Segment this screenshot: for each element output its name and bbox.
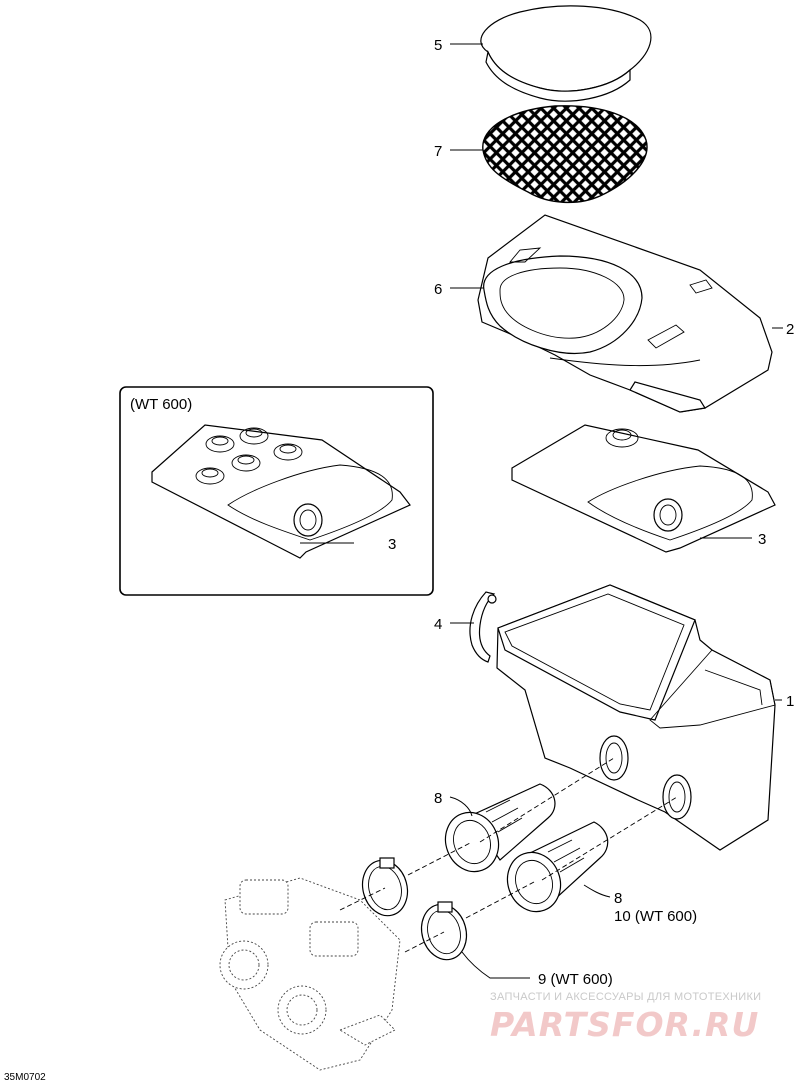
callout-10: 10 (WT 600) (614, 908, 697, 925)
leader-lines (300, 43, 783, 979)
callout-2: 2 (786, 321, 794, 338)
airbox-cover-part (477, 214, 773, 413)
callout-9: 9 (WT 600) (538, 971, 613, 988)
clip-part (469, 591, 497, 663)
inset-filter-plate (151, 424, 411, 559)
figure-code: 35M0702 (4, 1072, 46, 1083)
airbox-housing-part (496, 584, 776, 851)
assembly-lines (339, 757, 678, 953)
watermark-tagline: ЗАПЧАСТИ И АКСЕССУАРЫ ДЛЯ МОТОТЕХНИКИ (490, 991, 761, 1003)
callout-5: 5 (434, 37, 442, 54)
callout-4: 4 (434, 616, 442, 633)
foam-filter-part (480, 5, 652, 102)
callout-3: 3 (758, 531, 766, 548)
callout-3-inset: 3 (388, 536, 396, 553)
callout-6: 6 (434, 281, 442, 298)
watermark-logo: PARTSFOR.RU (490, 1005, 759, 1044)
callout-8-upper: 8 (434, 790, 442, 807)
callout-7: 7 (434, 143, 442, 160)
filter-plate-part (511, 424, 776, 553)
mesh-screen-part (482, 105, 648, 204)
callout-1: 1 (786, 693, 794, 710)
inset-wt600-box: (WT 600) (119, 386, 434, 596)
inset-title: (WT 600) (130, 396, 192, 413)
carburetor-reference (219, 877, 401, 1071)
callout-8-lower: 8 (614, 890, 622, 907)
